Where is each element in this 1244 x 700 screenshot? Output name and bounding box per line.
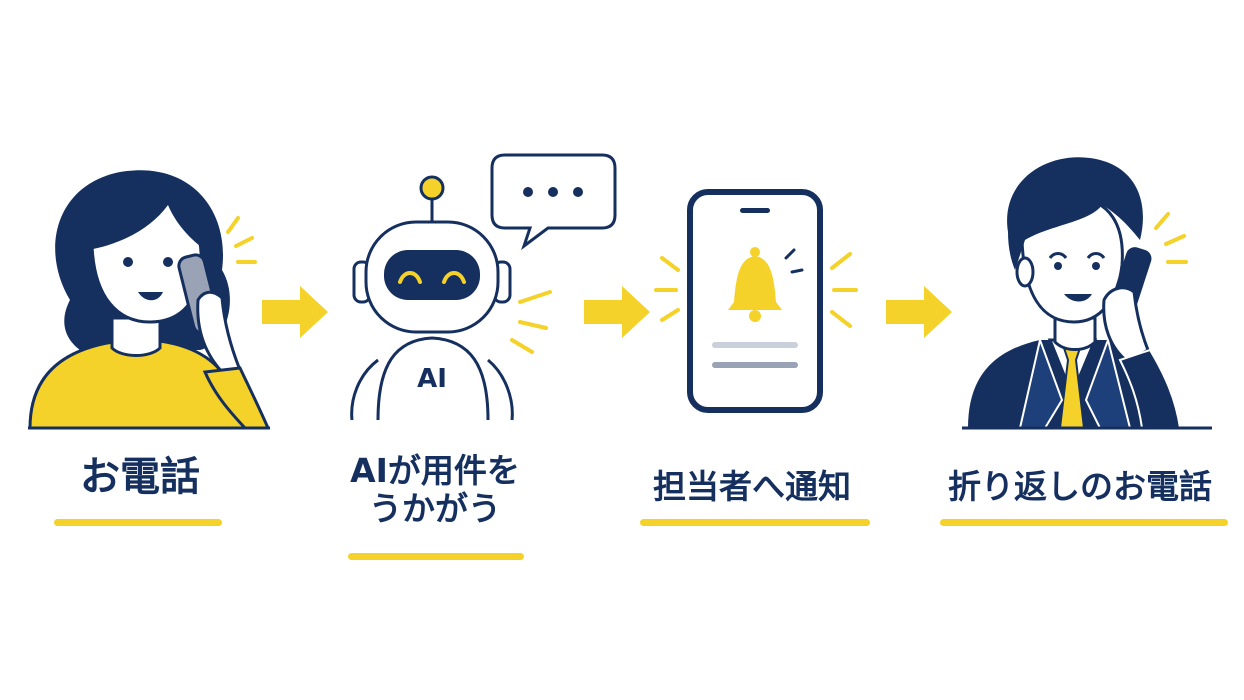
step-2-underline <box>348 553 524 560</box>
woman-phone-icon <box>28 170 271 430</box>
step-3-label: 担当者へ通知 <box>653 467 851 506</box>
step-4-underline <box>940 519 1228 526</box>
smartphone-bell-icon <box>654 189 858 413</box>
step-2-label-line-2: うかがう <box>369 489 501 529</box>
step-2-label-line-1: AIが用件を <box>350 451 520 490</box>
step-3-underline <box>640 519 870 526</box>
step-4-label: 折り返しのお電話 <box>948 467 1212 506</box>
arrow-right-icon <box>262 286 328 338</box>
step-1-underline <box>54 519 222 526</box>
step-2-label: AIが用件を うかがう <box>315 451 555 529</box>
robot-icon <box>350 153 617 421</box>
robot-ai-badge: AI <box>417 364 447 394</box>
businessman-phone-icon <box>962 157 1212 430</box>
arrow-right-icon <box>584 286 650 338</box>
step-1-label: お電話 <box>80 454 200 500</box>
arrow-right-icon <box>886 286 952 338</box>
